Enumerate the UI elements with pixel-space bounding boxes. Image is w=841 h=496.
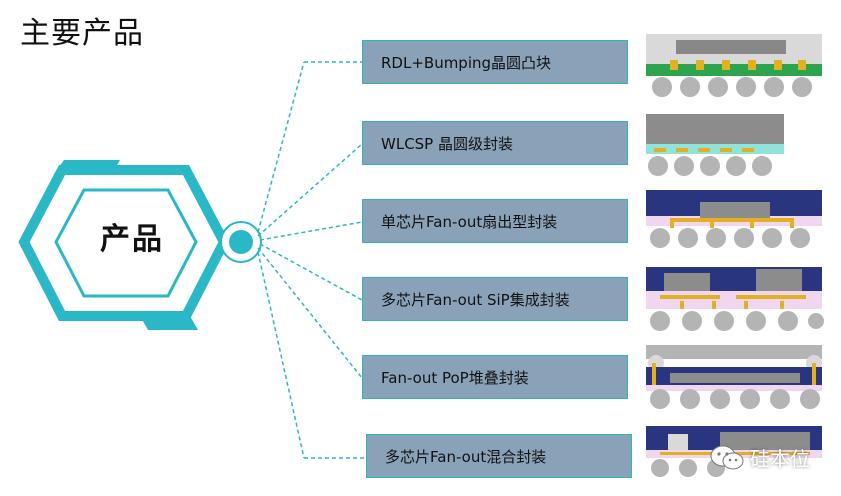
- hub-node: [229, 230, 253, 254]
- page-title: 主要产品: [20, 16, 144, 51]
- product-box-fanout-pop: Fan-out PoP堆叠封装: [362, 355, 628, 399]
- product-box-multi-fanout-sip: 多芯片Fan-out SiP集成封装: [362, 277, 628, 321]
- product-box-wlcsp: WLCSP 晶圆级封装: [362, 121, 628, 165]
- hub-label: 产品: [100, 222, 164, 257]
- multi-chip-sip-diagram: [646, 267, 824, 331]
- product-box-single-fanout: 单芯片Fan-out扇出型封装: [362, 199, 628, 243]
- wechat-icon: [710, 445, 744, 469]
- watermark: 硅本位: [710, 443, 810, 472]
- wlcsp-diagram: [646, 114, 784, 176]
- single-chip-fanout-diagram: [646, 190, 822, 248]
- hexagon-inner: [54, 188, 198, 298]
- product-box-rdl-bumping: RDL+Bumping晶圆凸块: [362, 40, 628, 84]
- wafer-bump-diagram: [646, 34, 822, 97]
- product-box-multi-fanout-hybrid: 多芯片Fan-out混合封装: [366, 434, 632, 478]
- watermark-text: 硅本位: [750, 447, 810, 471]
- pop-stack-diagram: [646, 345, 822, 409]
